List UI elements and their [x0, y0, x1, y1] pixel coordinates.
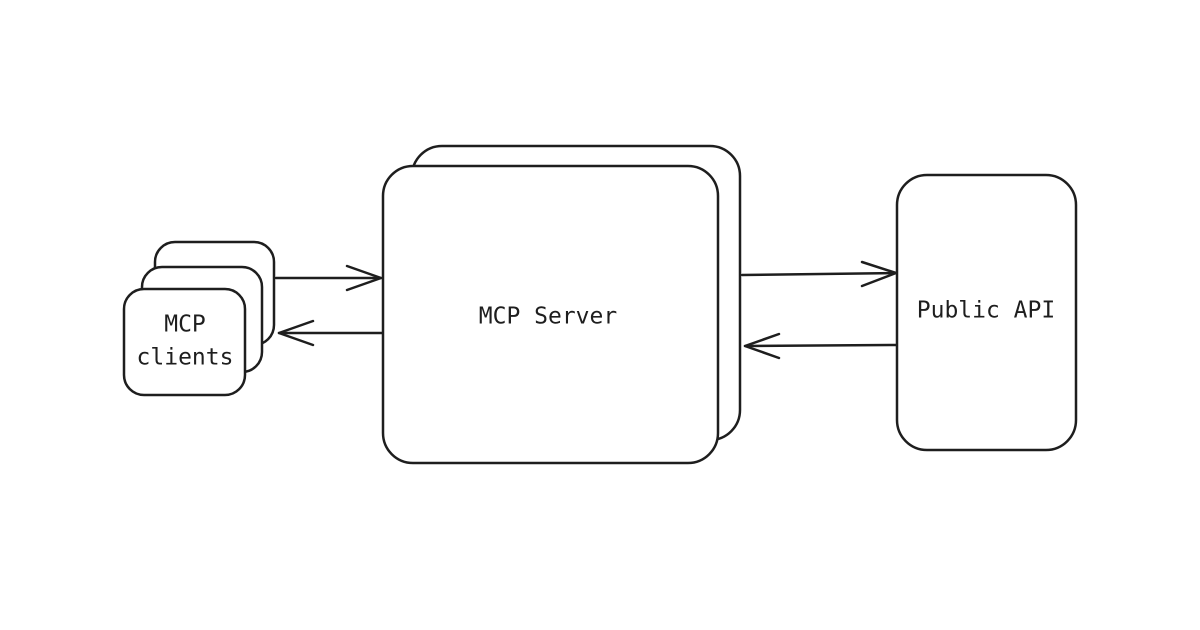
- api-label: Public API: [917, 298, 1055, 324]
- public-api-node[interactable]: Public API: [895, 173, 1078, 452]
- arrow-clients-to-server: [274, 264, 383, 292]
- api-box: [895, 173, 1078, 452]
- client-box-front: [122, 287, 247, 397]
- clients-label-line1: MCP: [164, 312, 206, 338]
- server-box-front: [381, 164, 720, 465]
- server-label: MCP Server: [479, 304, 617, 330]
- mcp-server-node[interactable]: MCP Server: [381, 144, 742, 465]
- mcp-clients-node[interactable]: MCP clients: [122, 240, 276, 397]
- arrow-api-to-server: [743, 332, 899, 360]
- arrow-server-to-clients: [277, 319, 384, 347]
- clients-label-line2: clients: [137, 345, 234, 371]
- arrow-server-to-api: [740, 260, 898, 288]
